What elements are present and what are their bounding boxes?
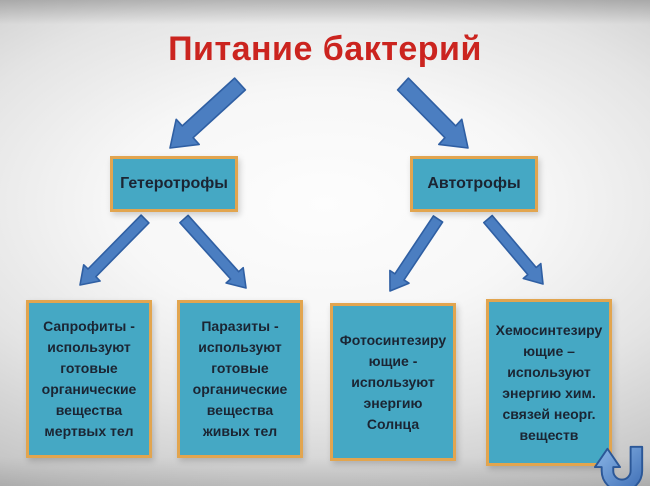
node-photosynthetic: Фотосинтезиру ющие - используют энергию … — [330, 303, 456, 461]
node-text: Хемосинтезиру ющие – используют энергию … — [495, 321, 603, 443]
down-right-arrow-icon — [482, 214, 544, 285]
node-text: Паразиты - используют готовые органическ… — [192, 318, 288, 439]
node-saprophytes: Сапрофиты - используют готовые органичес… — [26, 300, 152, 458]
down-right-arrow-icon — [179, 214, 247, 289]
down-left-arrow-icon — [79, 214, 150, 286]
node-autotrophs: Автотрофы — [410, 156, 538, 212]
down-right-arrow-icon — [396, 77, 469, 149]
node-text: Фотосинтезиру ющие - используют энергию … — [339, 331, 447, 432]
node-text: Сапрофиты - используют готовые органичес… — [41, 318, 137, 439]
node-label: Гетеротрофы — [120, 175, 228, 192]
node-label: Автотрофы — [427, 175, 521, 192]
node-chemosynthetic: Хемосинтезиру ющие – используют энергию … — [486, 299, 612, 466]
u-turn-arrow-icon — [593, 445, 644, 486]
node-heterotrophs: Гетеротрофы — [110, 156, 238, 212]
slide-title: Питание бактерий — [168, 30, 482, 68]
node-parasites: Паразиты - используют готовые органическ… — [177, 300, 303, 458]
down-left-arrow-icon — [169, 77, 247, 149]
down-left-arrow-icon — [389, 215, 444, 292]
